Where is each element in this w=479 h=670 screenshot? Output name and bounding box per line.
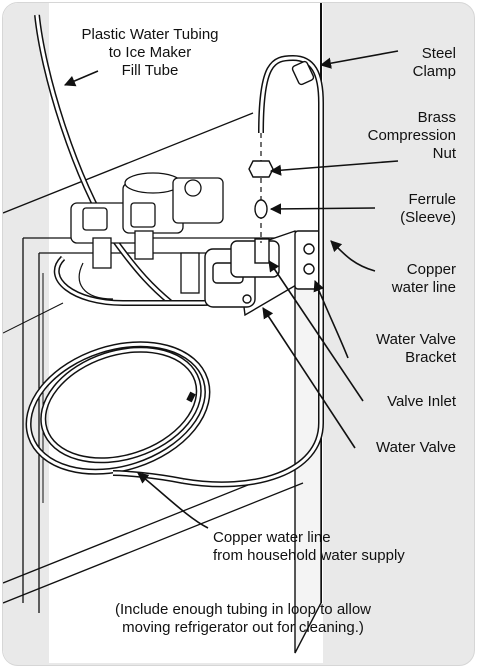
label-household-line: Copper water line from household water s… xyxy=(213,529,463,565)
label-ferrule: Ferrule (Sleeve) xyxy=(363,191,456,227)
brass-nut-part xyxy=(249,161,273,177)
label-steel-clamp: Steel Clamp xyxy=(363,45,456,81)
label-brass-nut: Brass Compression Nut xyxy=(343,109,456,163)
label-valve-inlet: Valve Inlet xyxy=(363,393,456,411)
label-copper-water-line: Copper water line xyxy=(363,261,456,297)
label-water-valve: Water Valve xyxy=(353,439,456,457)
label-water-valve-bracket: Water Valve Bracket xyxy=(353,331,456,367)
diagram-panel: Plastic Water Tubing to Ice Maker Fill T… xyxy=(2,2,475,666)
label-plastic-tubing: Plastic Water Tubing to Ice Maker Fill T… xyxy=(55,26,245,80)
ferrule-part xyxy=(255,200,267,218)
footnote-tubing-loop: (Include enough tubing in loop to allow … xyxy=(43,601,443,637)
